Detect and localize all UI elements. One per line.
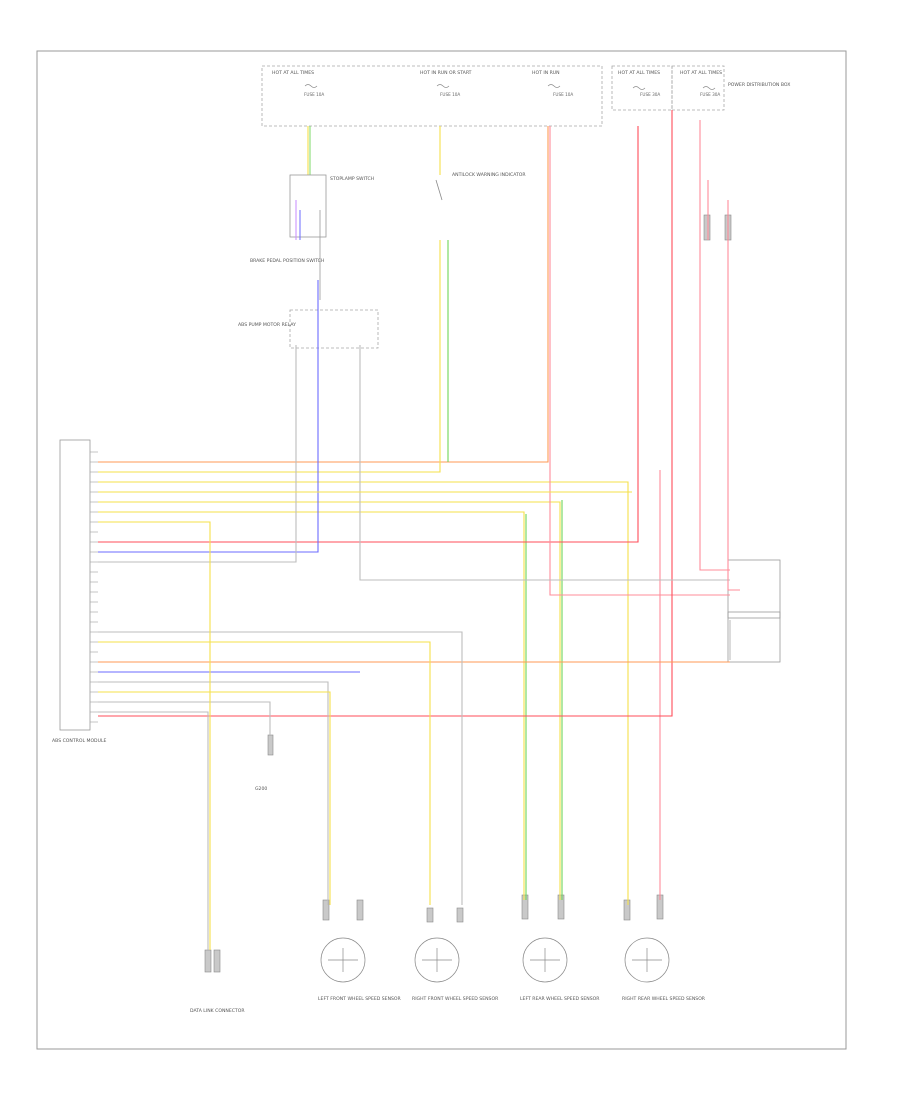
wire-yellow-4 <box>98 511 525 900</box>
wire-yellow-6 <box>98 691 331 905</box>
wheel-sensor-lf: LEFT FRONT WHEEL SPEED SENSOR <box>318 937 402 1002</box>
stoplamp-switch: STOPLAMP SWITCH <box>289 126 374 300</box>
wire-yellow-1 <box>98 240 441 473</box>
wire-gray-4 <box>98 701 271 735</box>
brake-pedal-label: BRAKE PEDAL POSITION SWITCH <box>250 258 324 264</box>
wire-yellow-7 <box>98 521 211 950</box>
warning-switch: ANTILOCK WARNING INDICATOR <box>435 126 526 460</box>
fuse-value-5: FUSE 30A <box>700 92 720 97</box>
wire-orange-top <box>98 126 549 463</box>
fuse-symbols <box>304 84 716 90</box>
wire-gray-5 <box>98 711 209 950</box>
abs-module-label: ABS CONTROL MODULE <box>52 738 107 744</box>
fuse-box-right-2 <box>671 65 725 111</box>
abs-module-connector <box>59 439 91 731</box>
wire-pink-5 <box>727 200 740 591</box>
wire-yellow-5 <box>98 641 431 905</box>
svg-text:LEFT FRONT WHEEL SPEED SENSOR: LEFT FRONT WHEEL SPEED SENSOR <box>318 996 402 1002</box>
fuse-value-3: FUSE 10A <box>553 92 573 97</box>
pump-relay-box <box>289 309 379 349</box>
sensor-connectors <box>204 214 732 973</box>
fuse-label-2: HOT IN RUN OR START <box>420 70 472 76</box>
diagram-frame <box>36 50 847 1050</box>
svg-text:RIGHT FRONT WHEEL SPEED SENSOR: RIGHT FRONT WHEEL SPEED SENSOR <box>412 996 499 1002</box>
right-connector-block <box>727 559 781 619</box>
svg-text:LEFT REAR WHEEL SPEED SENSOR: LEFT REAR WHEEL SPEED SENSOR <box>520 996 600 1002</box>
wire-yellow-2 <box>98 481 629 905</box>
wire-gray-1 <box>98 345 297 563</box>
svg-text:RIGHT REAR WHEEL SPEED SENSOR: RIGHT REAR WHEEL SPEED SENSOR <box>622 996 706 1002</box>
wire-group <box>98 110 740 950</box>
fuse-value-1: FUSE 10A <box>304 92 324 97</box>
right-connector-block-2 <box>727 611 781 663</box>
data-link-label: DATA LINK CONNECTOR <box>190 1008 245 1014</box>
fuse-label-1: HOT AT ALL TIMES <box>272 70 314 76</box>
fuse-label-4: HOT AT ALL TIMES <box>618 70 660 76</box>
connector-pins <box>90 451 98 723</box>
fuse-label-5: HOT AT ALL TIMES <box>680 70 722 76</box>
wheel-sensor-lr: LEFT REAR WHEEL SPEED SENSOR <box>520 937 600 1002</box>
wire-gray-2 <box>98 631 463 905</box>
ground-label: G200 <box>255 786 267 792</box>
power-box-label: POWER DISTRIBUTION BOX <box>728 82 790 88</box>
fuse-value-2: FUSE 10A <box>440 92 460 97</box>
wire-red-2 <box>98 110 673 717</box>
wire-blue-1 <box>98 280 319 553</box>
power-distribution-box <box>261 65 603 127</box>
pump-relay-label: ABS PUMP MOTOR RELAY <box>238 322 296 328</box>
wheel-sensor-rf: RIGHT FRONT WHEEL SPEED SENSOR <box>412 937 499 1002</box>
wire-gray-3 <box>98 681 329 905</box>
wire-yellow-3 <box>98 501 561 900</box>
fuse-value-4: FUSE 30A <box>640 92 660 97</box>
wire-gray-6 <box>359 345 730 581</box>
wire-pink-3 <box>699 120 730 571</box>
wheel-sensor-rr: RIGHT REAR WHEEL SPEED SENSOR <box>622 937 706 1002</box>
svg-text:ANTILOCK WARNING INDICATOR: ANTILOCK WARNING INDICATOR <box>452 172 526 178</box>
wire-red-1 <box>98 126 639 543</box>
wire-pink-1 <box>549 126 730 596</box>
fuse-label-3: HOT IN RUN <box>532 70 560 76</box>
svg-text:STOPLAMP SWITCH: STOPLAMP SWITCH <box>330 176 374 182</box>
